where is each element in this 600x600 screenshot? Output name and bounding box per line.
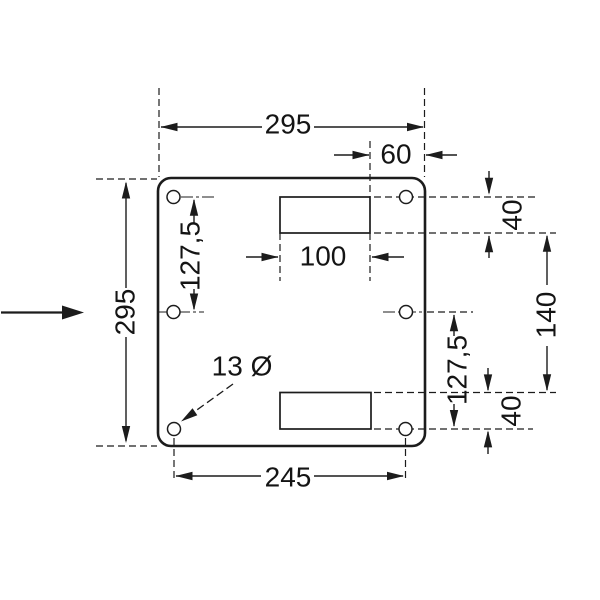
arrowhead [407, 122, 424, 132]
dim-right-lower-40: 40 [483, 368, 527, 454]
dim-top-right-offset: 60 [334, 139, 457, 170]
hole-top-right [398, 189, 414, 205]
arrowhead [121, 181, 131, 199]
hole-bottom-left [166, 421, 182, 437]
mounting-holes [166, 189, 414, 437]
dim-lower-hole-spacing: 127,5 [442, 314, 473, 427]
dim-label-140: 140 [531, 292, 562, 339]
arrowhead [484, 177, 494, 195]
dim-label-upper-40: 40 [497, 199, 528, 230]
hole-mid-right [398, 304, 414, 320]
hole-top-left [166, 189, 181, 205]
arrowhead [175, 471, 193, 481]
hole-bottom-right [398, 421, 413, 437]
arrowhead [542, 374, 552, 392]
arrowhead [160, 122, 178, 132]
arrowhead [484, 235, 494, 253]
arrowhead [352, 150, 370, 160]
arrowhead [387, 471, 404, 481]
dim-label-left-height: 295 [110, 289, 141, 336]
dim-label-hole-diameter: 13 Ø [212, 351, 273, 382]
hole-mid-left [166, 304, 181, 320]
dim-label-lower-spacing: 127,5 [442, 335, 473, 405]
arrowhead [189, 198, 199, 216]
dim-right-upper-40: 40 [484, 171, 528, 258]
dim-label-top-width: 295 [265, 109, 312, 140]
dim-label-upper-spacing: 127,5 [175, 221, 206, 291]
arrowhead [62, 305, 84, 320]
arrowhead [483, 374, 493, 392]
dim-top-width: 295 [160, 109, 424, 140]
dim-bottom-hole-spacing: 245 [175, 462, 404, 493]
dim-label-100: 100 [300, 241, 347, 272]
dim-upper-hole-spacing: 127,5 [175, 198, 206, 311]
arrowhead [449, 314, 459, 332]
dim-right-140: 140 [531, 234, 562, 392]
dim-label-lower-40: 40 [496, 395, 527, 426]
bottom-slot [279, 391, 372, 430]
arrowhead [181, 408, 198, 422]
arrowhead [121, 426, 131, 443]
view-direction-arrow [1, 305, 84, 320]
hole-diameter-callout: 13 Ø [181, 351, 273, 422]
arrowhead [483, 430, 493, 448]
arrowhead [449, 410, 459, 427]
arrowhead [261, 252, 279, 262]
dim-slot-width: 100 [246, 241, 404, 272]
dim-label-245: 245 [265, 462, 312, 493]
dim-label-60: 60 [380, 139, 411, 170]
arrowhead [425, 150, 443, 160]
dim-left-height: 295 [110, 181, 141, 443]
arrowhead [189, 293, 199, 311]
arrowhead [542, 234, 552, 252]
arrowhead [371, 252, 389, 262]
top-slot [279, 196, 371, 234]
